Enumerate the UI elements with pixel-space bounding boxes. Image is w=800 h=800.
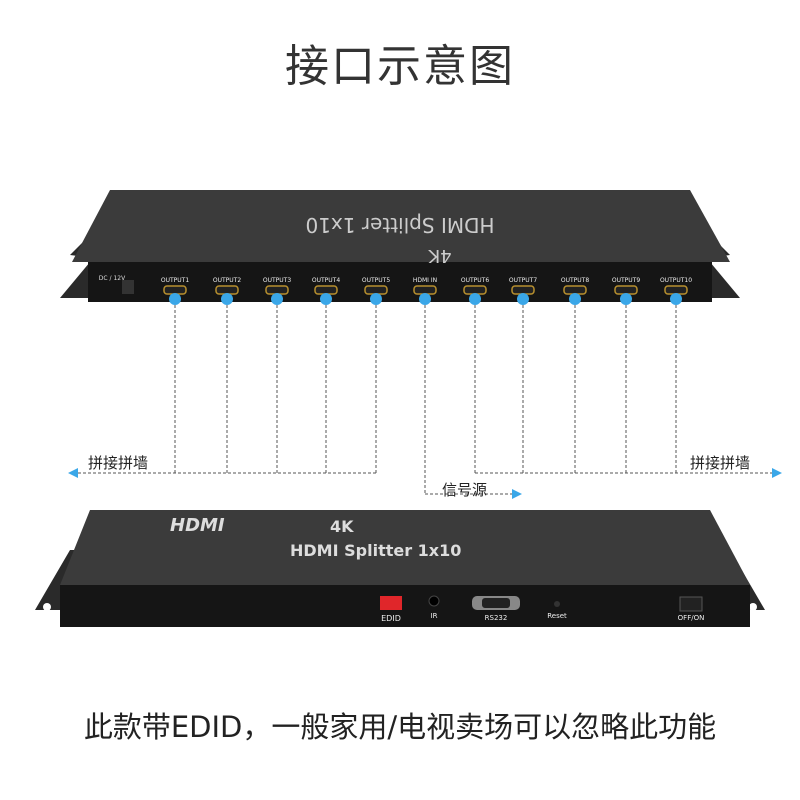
right-wall-label: 拼接拼墙 <box>690 454 751 472</box>
port-label: OUTPUT1 <box>161 277 189 284</box>
power-switch[interactable] <box>679 596 703 612</box>
port-dot <box>271 293 283 305</box>
port-label: OUTPUT8 <box>561 277 589 284</box>
power-switch-label: OFF/ON <box>678 614 705 622</box>
reset-label: Reset <box>547 612 567 620</box>
hdmi-port <box>265 285 289 295</box>
reset-button[interactable] <box>554 601 560 607</box>
rs232-label: RS232 <box>485 614 508 622</box>
hdmi-port <box>314 285 338 295</box>
source-label: 信号源 <box>442 481 488 499</box>
left-wall-label: 拼接拼墙 <box>88 454 149 472</box>
port-dot <box>169 293 181 305</box>
hdmi-port <box>364 285 388 295</box>
port-dot <box>320 293 332 305</box>
connection-lines <box>78 293 772 495</box>
ir-port <box>428 595 440 607</box>
top-device: HDMI Splitter 1x10 4K DC / 12V OUTPUT1 OU… <box>60 190 740 302</box>
top-model-text: HDMI Splitter 1x10 <box>305 213 494 237</box>
hdmi-port <box>614 285 638 295</box>
port-dot <box>469 293 481 305</box>
source-arrow-icon <box>512 489 522 499</box>
port-dot <box>221 293 233 305</box>
hdmi-port <box>463 285 487 295</box>
ir-label: IR <box>431 612 438 620</box>
port-label: HDMI IN <box>413 277 437 284</box>
port-label: OUTPUT6 <box>461 277 489 284</box>
port-label: OUTPUT4 <box>312 277 340 284</box>
top-4k-text: 4K <box>427 245 451 266</box>
port-dot <box>620 293 632 305</box>
hdmi-port <box>163 285 187 295</box>
port-label: OUTPUT7 <box>509 277 537 284</box>
port-label: OUTPUT3 <box>263 277 291 284</box>
edid-label: EDID <box>381 614 401 623</box>
edid-switch[interactable] <box>380 596 402 610</box>
power-label: DC / 12V <box>99 275 126 282</box>
bottom-model-text: HDMI Splitter 1x10 <box>290 541 461 560</box>
hdmi-port <box>215 285 239 295</box>
right-arrow-icon <box>772 468 782 478</box>
port-label: OUTPUT9 <box>612 277 640 284</box>
port-dot <box>517 293 529 305</box>
hdmi-port <box>563 285 587 295</box>
footer-note: 此款带EDID，一般家用/电视卖场可以忽略此功能 <box>83 710 717 744</box>
bottom-4k-text: 4K <box>330 517 354 536</box>
page-title: 接口示意图 <box>285 41 515 92</box>
power-jack <box>122 280 134 294</box>
port-dot <box>370 293 382 305</box>
port-dot <box>569 293 581 305</box>
port-dot <box>670 293 682 305</box>
hdmi-port <box>413 285 437 295</box>
port-label: OUTPUT5 <box>362 277 390 284</box>
port-label: OUTPUT10 <box>660 277 692 284</box>
port-dot <box>419 293 431 305</box>
hdmi-port <box>664 285 688 295</box>
left-arrow-icon <box>68 468 78 478</box>
hdmi-port <box>511 285 535 295</box>
hdmi-logo: HDMI <box>170 515 225 536</box>
bottom-device: HDMI 4K HDMI Splitter 1x10 EDID IR RS232… <box>35 510 765 627</box>
port-label: OUTPUT2 <box>213 277 241 284</box>
